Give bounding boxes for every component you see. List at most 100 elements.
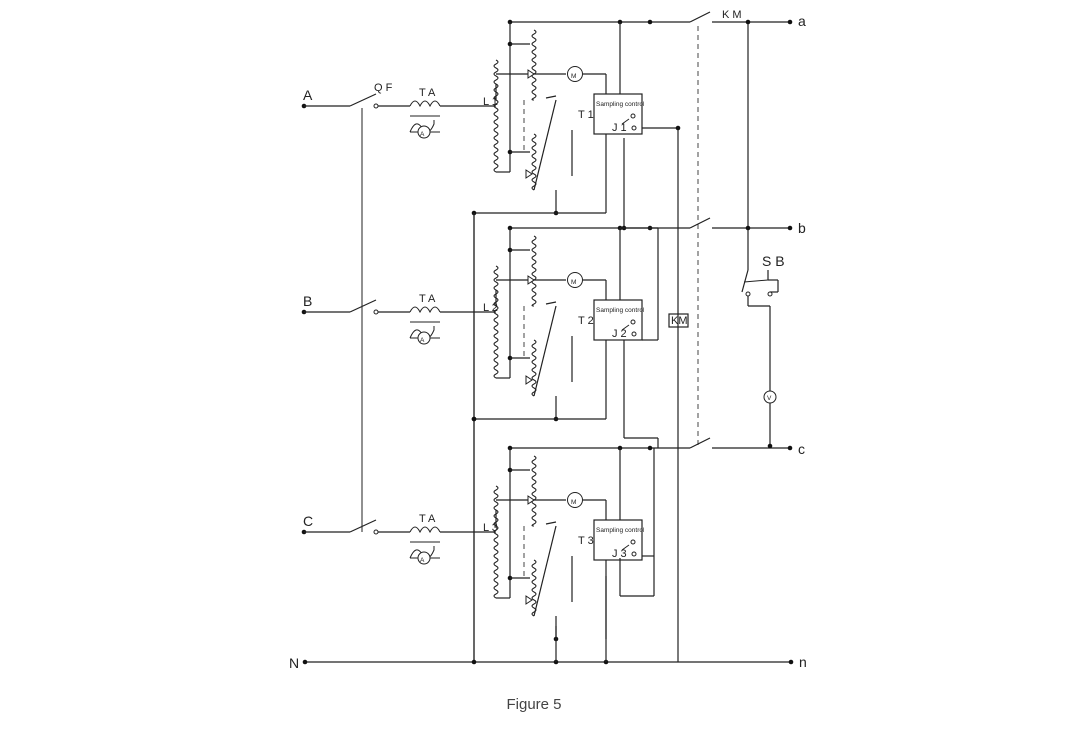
secondary-coil-upper: [531, 455, 537, 527]
primary-coil: [493, 485, 499, 599]
motor-label: M: [571, 499, 576, 506]
ammeter-label: A: [420, 131, 425, 138]
ammeter-label: A: [420, 557, 425, 564]
phase-b-input-label: B: [303, 293, 312, 309]
button-label: S B: [762, 253, 785, 269]
junction-dot: [745, 225, 751, 231]
current-transformer-label: T A: [419, 293, 436, 305]
sampling-control-label: Sampling control: [596, 527, 645, 534]
slider-tip: [545, 301, 557, 305]
junction-dot: [647, 19, 653, 25]
secondary-coil-upper: [531, 235, 537, 307]
secondary-coil-lower: [531, 133, 537, 191]
voltmeter-label: V: [767, 395, 772, 402]
motor-icon: [567, 66, 583, 82]
ammeter-icon: [417, 331, 431, 345]
ammeter-label: A: [420, 337, 425, 344]
transformer-label: T 2: [578, 315, 594, 327]
phase-c-input-label: C: [303, 513, 313, 529]
junction-dot: [471, 659, 477, 665]
slider-tip: [545, 95, 557, 99]
contactor-contact: [689, 11, 711, 23]
secondary-coil-lower: [531, 339, 537, 397]
relay-contact: [631, 551, 637, 557]
tap-arrow: [527, 495, 535, 505]
current-transformer-label: T A: [419, 513, 436, 525]
output-terminal: [787, 19, 793, 25]
breaker-contact: [349, 299, 377, 313]
slider-wire: [533, 525, 557, 617]
relay-contact: [630, 539, 636, 545]
sampling-control-box: [593, 299, 643, 341]
contactor-contact: [689, 437, 711, 449]
figure-caption: Figure 5: [506, 696, 562, 713]
relay-blade: [621, 118, 630, 125]
phase-a-input-label: A: [303, 87, 313, 103]
output-terminal: [787, 225, 793, 231]
slider-wire: [533, 305, 557, 397]
output-a-label: a: [798, 13, 806, 29]
motor-label: M: [571, 73, 576, 80]
breaker-terminal: [373, 309, 379, 315]
relay-blade: [621, 324, 630, 331]
current-transformer-label: T A: [419, 87, 436, 99]
contactor-coil-label: KM: [671, 315, 688, 327]
sampling-control-box: [593, 93, 643, 135]
tap-arrow: [525, 375, 533, 385]
relay-contact: [630, 319, 636, 325]
output-b-label: b: [798, 220, 806, 236]
relay-contact: [631, 125, 637, 131]
relay-label: J 2: [612, 328, 627, 340]
sampling-control-label: Sampling control: [596, 307, 645, 314]
junction-dot: [675, 125, 681, 131]
breaker-terminal: [373, 103, 379, 109]
tap-arrow: [527, 275, 535, 285]
neutral-input-label: N: [289, 655, 299, 671]
breaker-label: Q F: [374, 82, 393, 94]
transformer-label: T 3: [578, 535, 594, 547]
motor-icon: [567, 492, 583, 508]
tap-arrow: [525, 595, 533, 605]
ammeter-icon: [417, 551, 431, 565]
output-c-label: c: [798, 441, 805, 457]
breaker-contact: [349, 519, 377, 533]
sampling-control-label: Sampling control: [596, 101, 645, 108]
sampling-control-box: [593, 519, 643, 561]
relay-label: J 3: [612, 548, 627, 560]
secondary-coil-upper: [531, 29, 537, 101]
contactor-contact: [689, 217, 711, 229]
coil-label: L 3: [483, 522, 498, 534]
current-transformer-coil: [409, 100, 441, 108]
motor-label: M: [571, 279, 576, 286]
slider-wire: [533, 99, 557, 191]
primary-coil: [493, 265, 499, 379]
ammeter-icon: [417, 125, 431, 139]
output-terminal: [787, 445, 793, 451]
neutral-output-terminal: [788, 659, 794, 665]
current-transformer-coil: [409, 306, 441, 314]
relay-contact: [631, 331, 637, 337]
current-transformer-coil: [409, 526, 441, 534]
junction-dot: [471, 416, 477, 422]
breaker-contact: [349, 93, 377, 107]
motor-icon: [567, 272, 583, 288]
breaker-terminal: [373, 529, 379, 535]
transformer-label: T 1: [578, 109, 594, 121]
junction-dot: [647, 445, 653, 451]
coil-label: L 2: [483, 302, 498, 314]
primary-coil: [493, 59, 499, 173]
slider-tip: [545, 521, 557, 525]
secondary-coil-lower: [531, 559, 537, 617]
relay-contact: [630, 113, 636, 119]
relay-blade: [621, 544, 630, 551]
neutral-terminal: [302, 659, 308, 665]
relay-label: J 1: [612, 122, 627, 134]
contactor-label: K M: [722, 9, 742, 21]
wiring: [306, 22, 792, 663]
tap-arrow: [525, 169, 533, 179]
junction-dot: [767, 443, 773, 449]
tap-arrow: [527, 69, 535, 79]
coil-label: L 1: [483, 96, 498, 108]
output-n-label: n: [799, 654, 807, 670]
